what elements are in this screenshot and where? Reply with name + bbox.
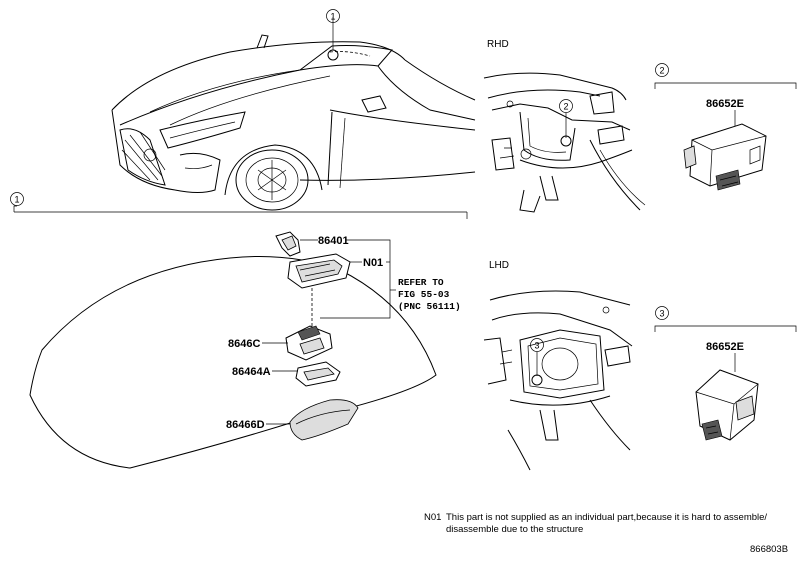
section-2-bracket: 2 [654, 63, 797, 89]
sensor-location-marker [327, 49, 339, 61]
label-86401: 86401 [318, 235, 349, 247]
part-n01-bracket [287, 253, 362, 289]
lhd-location-marker [531, 374, 543, 386]
lhd-callout-3-number: 3 [534, 341, 539, 351]
group-bracket-line [320, 239, 391, 319]
lhd-label: LHD [489, 260, 509, 271]
rhd-callout-2-number: 2 [563, 102, 568, 112]
section-1-bracket: 1 [10, 192, 468, 219]
part-86466d-cover [266, 399, 359, 441]
callout-1-number: 1 [330, 12, 335, 22]
note-line1: This part is not supplied as an individu… [446, 512, 767, 523]
rhd-label: RHD [487, 39, 509, 50]
part-8646c-housing [262, 325, 333, 361]
part-86464a-bracket [272, 361, 341, 387]
rhd-dashboard-illustration [483, 72, 646, 213]
lhd-callout-3-marker [530, 338, 544, 352]
section-2-number: 2 [659, 66, 664, 76]
section-1-number: 1 [14, 195, 19, 205]
windshield-glass [29, 256, 437, 469]
rhd-callout-2-marker [559, 99, 573, 113]
lhd-dashboard-illustration [483, 290, 633, 471]
refer-to-line3: (PNC 56111) [398, 301, 461, 312]
callout-1-marker [326, 9, 340, 23]
label-86652e-bottom: 86652E [706, 341, 744, 353]
note-code: N01 [424, 512, 441, 523]
label-86464a: 86464A [232, 366, 271, 378]
section-3-bracket: 3 [654, 306, 797, 332]
part-86401-clip [275, 231, 318, 257]
section-3-number: 3 [659, 309, 664, 319]
label-86466d: 86466D [226, 419, 265, 431]
rhd-location-marker [560, 135, 572, 147]
figure-id: 866803B [750, 544, 788, 555]
label-n01: N01 [363, 257, 383, 269]
label-8646c: 8646C [228, 338, 260, 350]
refer-to-line2: FIG 55-03 [398, 289, 450, 300]
label-86652e-top: 86652E [706, 98, 744, 110]
part-86652e-module-lhd [695, 369, 759, 441]
refer-to-line1: REFER TO [398, 277, 444, 288]
vehicle-illustration: 1 [111, 9, 476, 211]
note-line2: disassemble due to the structure [446, 524, 583, 535]
part-86652e-module-rhd [683, 123, 767, 191]
